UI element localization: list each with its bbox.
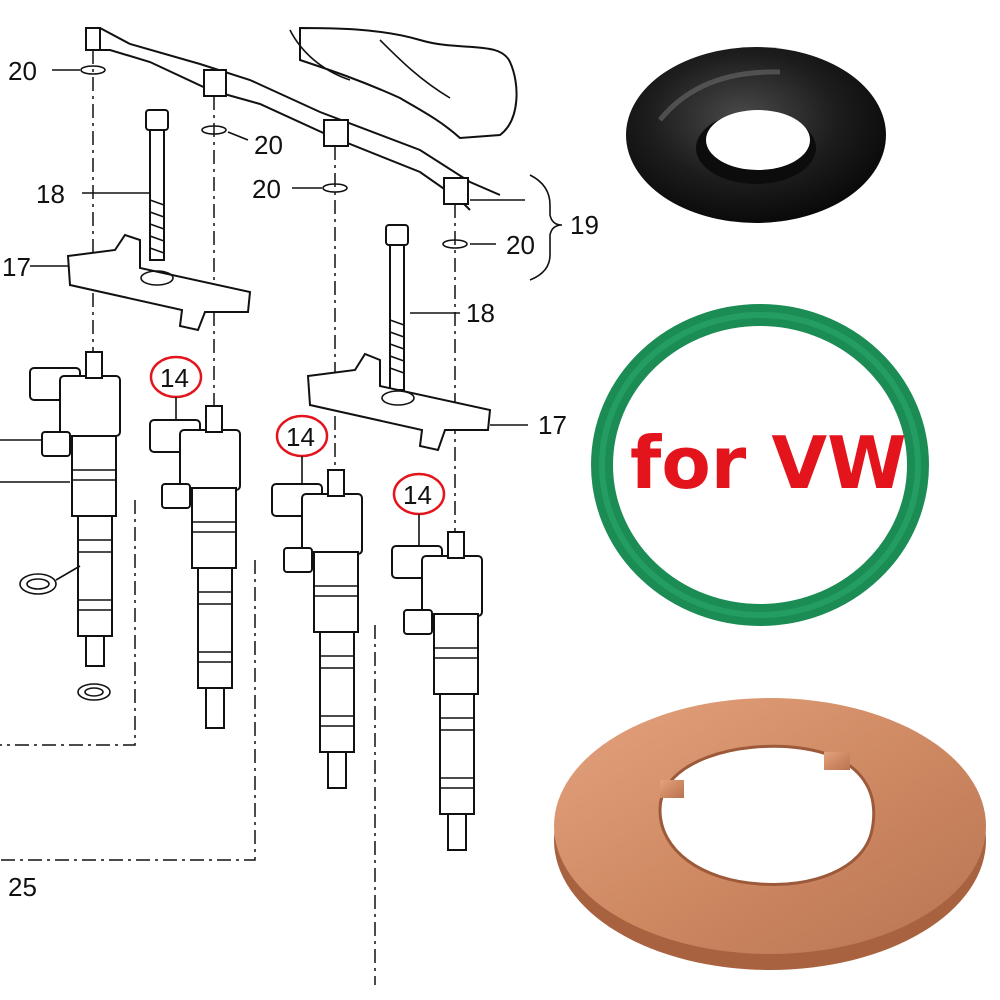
callout-20-c: 20 xyxy=(252,174,281,204)
lower-seal-ring xyxy=(19,565,111,701)
bolt-18-right xyxy=(385,224,409,391)
callout-20-a: 20 xyxy=(8,56,37,86)
bolt-18-left xyxy=(145,109,169,261)
callout-17-b: 17 xyxy=(538,410,567,440)
callout-18-b: 18 xyxy=(466,298,495,328)
brand-label: for VW xyxy=(630,421,907,505)
injector-2 xyxy=(149,405,241,729)
assembly-center-lines xyxy=(0,50,456,985)
green-o-ring-photo: for VW xyxy=(591,304,929,626)
callout-14-highlight: 14 14 14 xyxy=(149,355,446,546)
callout-labels: 20 20 20 20 18 18 17 17 19 25 xyxy=(2,56,599,902)
callout-14-a: 14 xyxy=(160,363,189,393)
seal-ring-20 xyxy=(80,65,468,249)
injector-3 xyxy=(271,469,363,789)
injector-4 xyxy=(391,531,483,851)
leader-lines xyxy=(0,69,563,483)
black-o-ring-photo xyxy=(626,47,886,223)
callout-20-b: 20 xyxy=(254,130,283,160)
injector-1 xyxy=(29,351,121,667)
callout-14-b: 14 xyxy=(286,422,315,452)
callout-14-c: 14 xyxy=(403,480,432,510)
rail-outlet xyxy=(85,27,469,205)
copper-washer-photo xyxy=(554,698,986,970)
callout-25: 25 xyxy=(8,872,37,902)
clamp-17-right xyxy=(306,352,492,452)
callout-20-d: 20 xyxy=(506,230,535,260)
callout-18-a: 18 xyxy=(36,179,65,209)
clamp-17-left xyxy=(66,233,252,332)
callout-19: 19 xyxy=(570,210,599,240)
callout-17-a: 17 xyxy=(2,252,31,282)
